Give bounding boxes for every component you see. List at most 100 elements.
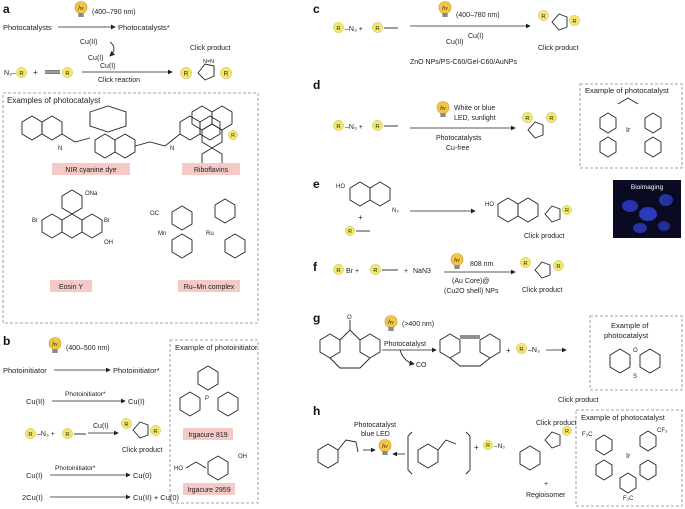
panel-d-label: d	[313, 78, 320, 92]
name-ru-mn: Ru–Mn complex	[184, 284, 235, 291]
examples-box-b	[169, 339, 259, 504]
svg-text:–N₃ +: –N₃ +	[37, 431, 55, 438]
trans-cycloheptene-structure	[417, 439, 457, 469]
cufree-d: Cu-free	[446, 145, 469, 152]
blue-led-h: blue LED	[361, 431, 390, 438]
examples-box-a	[2, 92, 259, 324]
svg-text:HO: HO	[485, 202, 494, 208]
click-product-g: Click product	[558, 397, 599, 404]
benzocycloheptene-structure	[317, 439, 359, 469]
photocatalyst-g: Photocatalyst	[384, 341, 426, 348]
svg-text:OH: OH	[238, 454, 247, 460]
panel-c: c –N₃ + (400–780 nm) Cu(II) Cu(I) ZnO NP…	[313, 1, 580, 66]
photoinitiator-star-text: Photoinitiator*	[113, 366, 160, 375]
svg-text:N: N	[170, 146, 174, 152]
svg-text:Br: Br	[104, 218, 110, 224]
panel-b: b (400–500 nm) Photoinitiator Photoiniti…	[3, 334, 259, 504]
click-reaction-text: Click reaction	[98, 77, 140, 84]
regioisomer-text: Regioisomer	[526, 492, 566, 499]
bioimaging-label: Bioimaging	[631, 184, 664, 191]
cu2-text-c: Cu(II)	[446, 39, 464, 46]
svg-text:S: S	[633, 374, 637, 380]
svg-text:–N₃: –N₃	[528, 347, 540, 354]
coumarin-triazole-structure: HO	[485, 197, 572, 223]
svg-text:Ir: Ir	[626, 127, 631, 134]
svg-text:Mn: Mn	[158, 231, 166, 237]
svg-text:F₃C: F₃C	[582, 432, 593, 438]
ru-mn-structure: OC Mn Ru	[150, 198, 246, 259]
light-d: White or blue	[454, 105, 495, 112]
wavelength-b: (400–500 nm)	[66, 345, 110, 352]
irgacure-819-structure: P	[179, 365, 239, 417]
svg-text:+: +	[544, 481, 548, 488]
svg-text:OH: OH	[104, 240, 113, 246]
svg-text:P: P	[205, 396, 209, 402]
example-title-h: Example of photocatalyst	[581, 413, 666, 422]
svg-text:F₃C: F₃C	[623, 496, 634, 502]
name-irgacure-2959: Irgacure 2959	[187, 487, 230, 494]
triazoline-product-structure	[519, 426, 572, 471]
example-box-g	[589, 315, 683, 391]
wavelength-g: (>400 nm)	[402, 321, 434, 328]
svg-text:+: +	[506, 346, 511, 355]
svg-text:–N₃ +: –N₃ +	[345, 124, 363, 131]
svg-text:–N₃: –N₃	[494, 443, 505, 450]
cu0-line2-left: 2Cu(I)	[22, 493, 43, 502]
irgacure-2959-structure: HO OH	[174, 454, 247, 481]
example-title-b: Example of photoinitiator	[175, 343, 258, 352]
example-title-g2: photocatalyst	[604, 331, 649, 340]
iridium-complex-d-structure: Ir	[599, 97, 662, 158]
svg-text:Ru: Ru	[206, 231, 214, 237]
wavelength-a: (400–790 nm)	[92, 9, 136, 16]
svg-text:Photoinitiator*: Photoinitiator*	[55, 465, 96, 472]
light-bulb-icon	[74, 1, 88, 18]
svg-text:Ir: Ir	[626, 453, 631, 460]
svg-text:N₃: N₃	[392, 208, 399, 214]
thioxanthone-structure: O S	[609, 348, 661, 380]
svg-text:Br +: Br +	[346, 268, 359, 275]
panel-e-label: e	[313, 177, 320, 191]
panel-a-label: a	[3, 2, 10, 16]
cu0-line1-left: Cu(I)	[26, 471, 43, 480]
svg-text:O: O	[633, 348, 638, 354]
example-box-h	[575, 409, 683, 507]
panel-e: e HO N₃ + HO Click product Bioimaging	[313, 177, 681, 240]
svg-text:Cu(I): Cu(I)	[93, 423, 109, 430]
cu1-text-c: Cu(I)	[468, 33, 484, 40]
wavelength-c: (400–780 nm)	[456, 12, 500, 19]
example-box-d	[579, 83, 683, 169]
click-product-b: Click product	[122, 447, 163, 454]
cyclopropenone-structure: O	[319, 315, 381, 369]
photocatalysts-d: Photocatalysts	[436, 135, 482, 142]
cu1-text-a: Cu(I)	[88, 55, 104, 62]
svg-text:ONa: ONa	[85, 191, 98, 197]
svg-text:HO: HO	[174, 466, 183, 472]
catalyst1-f: (Au Core)@	[452, 278, 489, 285]
cu1-arrow-text: Cu(I)	[100, 63, 116, 70]
svg-text:–N₃ +: –N₃ +	[345, 26, 363, 33]
photocatalysts-text: Photocatalysts	[3, 23, 52, 32]
panel-f-label: f	[313, 260, 318, 274]
svg-text:+: +	[358, 213, 363, 222]
svg-text:CF₃: CF₃	[657, 428, 668, 434]
wavelength-f: 808 nm	[470, 261, 494, 268]
name-riboflavins: Riboflavins	[194, 167, 229, 174]
svg-text:Br: Br	[32, 218, 38, 224]
panel-f: f Br + + NaN3 808 nm (Au Core)@ (Cu2O sh…	[313, 253, 564, 295]
name-cyanine: NIR cyanine dye	[65, 167, 116, 174]
examples-title-a: Examples of photocatalyst	[7, 96, 101, 105]
svg-text:O: O	[347, 315, 352, 321]
name-eosin: Eosin Y	[59, 284, 83, 291]
catalyst-c: ZnO NPs/PS-C60/Gel-C60/AuNPs	[410, 59, 517, 66]
iridium-complex-h-structure: Ir F₃C CF₃ F₃C	[582, 428, 668, 502]
svg-text:N₃–: N₃–	[4, 70, 16, 77]
svg-text:Photoinitiator*: Photoinitiator*	[65, 391, 106, 398]
panel-h: h Photocatalyst blue LED + –N₃ Click pro…	[313, 404, 683, 507]
cu0-line1-right: Cu(0)	[133, 471, 152, 480]
click-product-e: Click product	[524, 233, 565, 240]
catalyst2-f: (Cu2O shell) NPs	[444, 288, 499, 295]
panel-a: a (400–790 nm) Photocatalysts Photocatal…	[2, 1, 259, 324]
panel-d: d –N₃ + White or blue LED, sunlight Phot…	[313, 78, 683, 169]
substituent-r2-icon	[62, 67, 73, 78]
